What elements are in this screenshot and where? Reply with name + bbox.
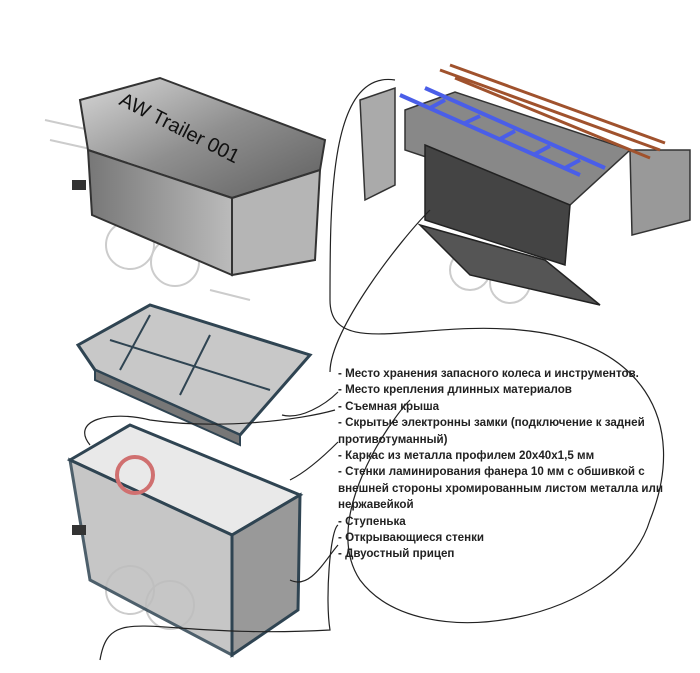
feature-item: - Стенки ламинирования фанера 10 мм с об…	[338, 465, 664, 512]
feature-item: - Место крепления длинных материалов	[338, 383, 572, 397]
feature-item: - Двуостный прицеп	[338, 547, 455, 561]
feature-item: - Скрытые электронны замки (подключение …	[338, 416, 645, 446]
closed-trailer: AW Trailer 001	[44, 76, 327, 301]
step-icon	[72, 525, 86, 535]
feature-item: - Каркас из металла профилем 20x40x1,5 м…	[338, 449, 595, 463]
feature-item: - Съемная крыша	[338, 399, 440, 413]
step-icon	[72, 180, 86, 190]
connector-lines	[84, 79, 665, 661]
feature-item: - Открывающиеся стенки	[338, 531, 485, 545]
feature-item: - Ступенька	[338, 514, 406, 528]
open-trailer	[359, 63, 691, 306]
ladder-icon	[399, 86, 606, 177]
pipes-icon	[439, 63, 666, 160]
feature-list: - Место хранения запасного колеса и инст…	[338, 366, 668, 563]
spare-wheel-icon	[115, 455, 155, 495]
frame-trailer	[66, 423, 304, 658]
removable-roof	[75, 303, 313, 447]
feature-item: - Место хранения запасного колеса и инст…	[338, 367, 639, 380]
